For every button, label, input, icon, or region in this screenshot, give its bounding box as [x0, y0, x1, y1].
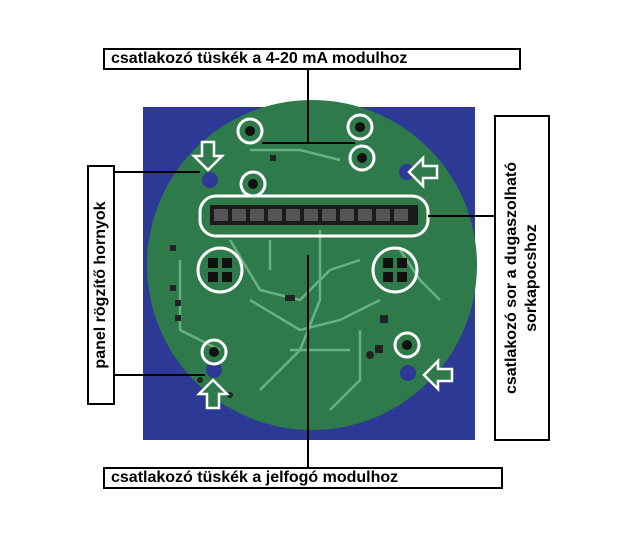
label-terminal-row-line1: csatlakozó sor a dugaszolható — [503, 161, 520, 395]
label-terminal-row-line2: sorkapocshoz — [523, 224, 540, 332]
down-arrow-icon — [190, 140, 226, 172]
highlight-markers — [196, 113, 430, 366]
notch-top-right — [399, 164, 415, 180]
label-terminal-row-box: csatlakozó sor a dugaszolható sorkapocsh… — [494, 115, 550, 441]
pin-header-right — [383, 258, 407, 282]
up-arrow-icon — [195, 378, 231, 410]
left-arrow-icon — [407, 154, 439, 190]
pin-marker-mid-right — [348, 144, 376, 172]
notch-top-left — [202, 172, 218, 188]
header-marker-left — [196, 246, 244, 294]
terminal-pins — [214, 209, 408, 221]
pin-marker-top-right — [346, 113, 374, 141]
notch-bottom-right — [400, 365, 416, 381]
header-marker-right — [371, 246, 419, 294]
leader-lines — [115, 70, 494, 467]
notch-arrows — [190, 140, 454, 410]
label-relay-pins: csatlakozó tüskék a jelfogó modulhoz — [103, 467, 503, 489]
pin-header-left — [208, 258, 232, 282]
label-mounting-slots-box: panel rögzítő hornyok — [87, 165, 115, 405]
left-arrow-icon — [422, 357, 454, 393]
pcb-board — [147, 100, 477, 430]
single-pins — [209, 122, 412, 357]
notch-bottom-left — [206, 362, 222, 378]
pin-marker-top-left — [236, 117, 264, 145]
label-mounting-slots: panel rögzítő hornyok — [92, 201, 109, 369]
pin-marker-bottom-left — [200, 338, 228, 366]
label-4-20ma-pins: csatlakozó tüskék a 4-20 mA modulhoz — [103, 48, 521, 70]
pin-marker-bottom-right — [393, 331, 421, 359]
